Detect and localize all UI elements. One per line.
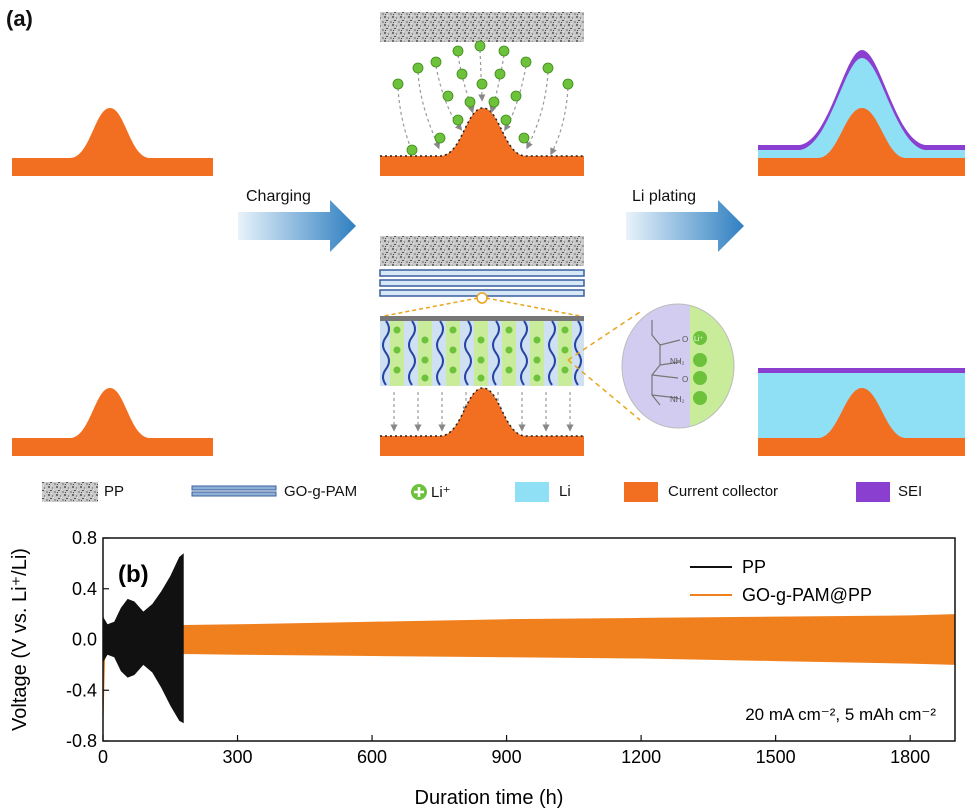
legend: PP GO-g-PAM Li⁺ Li Current collector SEI	[0, 478, 965, 506]
y-tick-label: -0.8	[66, 731, 97, 751]
charging-arrow	[238, 200, 356, 252]
legend-pp-label: PP	[104, 483, 125, 500]
molecule-nh2-label: NH₂	[670, 357, 685, 366]
y-axis-label: Voltage (V vs. Li⁺/Li)	[9, 548, 31, 731]
x-tick-label: 1800	[890, 747, 930, 767]
pp-separator-top	[380, 12, 584, 42]
initial-bump-top	[12, 108, 213, 176]
li-plating-label: Li plating	[632, 188, 697, 205]
legend-go-g-pam-label: GO-g-PAM	[284, 483, 358, 500]
current-collector-swatch	[624, 482, 658, 502]
x-tick-label: 300	[223, 747, 253, 767]
molecule-o-label-2: O	[682, 375, 688, 384]
condition-annotation: 20 mA cm⁻², 5 mAh cm⁻²	[745, 705, 936, 724]
y-tick-label: -0.4	[66, 680, 97, 700]
initial-bump-bottom	[12, 388, 213, 456]
go-g-pam-layers	[379, 269, 585, 297]
pp-separator-bottom	[380, 236, 584, 266]
voltage-chart: 0 300 600 900 1200 1500 1800 0.8 0.4 0.0 -0.4 -0.8D…	[9, 528, 956, 809]
legend-li-label: Li	[559, 483, 571, 500]
series-band-pp	[103, 553, 184, 724]
x-tick-label: 1200	[621, 747, 661, 767]
middle-bottom-bump	[380, 388, 584, 456]
panel-a-schematic: O NH₂ O NH₂ Li⁺	[12, 12, 965, 456]
pp-swatch	[42, 482, 98, 502]
y-tick-label: 0.4	[72, 579, 97, 599]
molecule-li-label: Li⁺	[694, 336, 703, 343]
x-tick-label: 1500	[756, 747, 796, 767]
y-tick-label: 0.0	[72, 630, 97, 650]
flat-sei	[758, 368, 965, 373]
legend-current-collector-label: Current collector	[668, 483, 779, 500]
x-tick-label: 0	[98, 747, 108, 767]
charging-label: Charging	[246, 188, 311, 205]
sei-swatch	[856, 482, 890, 502]
li-swatch	[515, 482, 549, 502]
li-plating-arrow	[626, 200, 744, 252]
panel-b-label: (b)	[118, 561, 149, 588]
legend-li-ion-label: Li⁺	[431, 484, 451, 501]
x-axis-label: Duration time (h)	[415, 787, 564, 809]
legend-entry-label: GO-g-PAM@PP	[742, 585, 872, 605]
legend-entry-label: PP	[742, 557, 766, 577]
y-tick-label: 0.8	[72, 528, 97, 548]
go-g-pam-swatch	[191, 485, 277, 497]
x-tick-label: 600	[357, 747, 387, 767]
molecule-nh2-label-2: NH₂	[670, 395, 685, 404]
flat-collector	[758, 388, 965, 456]
series-band-go-g-pam-pp	[103, 614, 955, 739]
panel-a-label: (a)	[6, 6, 33, 31]
x-tick-label: 900	[492, 747, 522, 767]
middle-top-bump	[380, 108, 584, 176]
li-ion-swatch	[411, 484, 427, 500]
dendrite-collector	[758, 108, 965, 176]
molecule-o-label: O	[682, 335, 688, 344]
legend-sei-label: SEI	[898, 483, 923, 500]
